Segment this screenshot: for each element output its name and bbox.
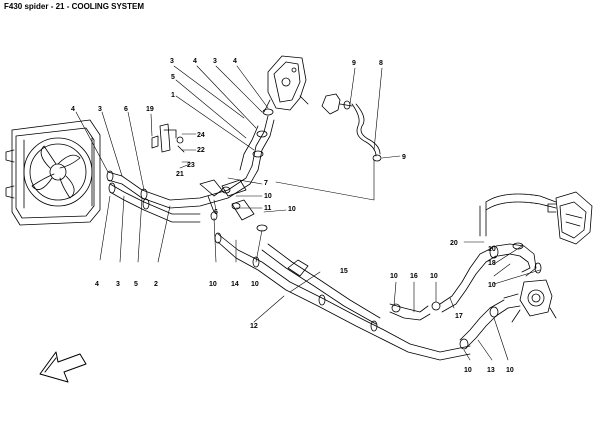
callout-11: 11 <box>264 205 272 212</box>
callout-10: 10 <box>488 282 496 289</box>
engine-feed-hoses <box>239 108 275 171</box>
callout-10: 10 <box>264 193 272 200</box>
callout-14: 14 <box>231 281 239 288</box>
callout-10: 10 <box>288 206 296 213</box>
thermostat-hose <box>459 293 521 350</box>
callout-10: 10 <box>506 367 514 374</box>
callout-5: 5 <box>134 281 138 288</box>
callout-10: 10 <box>209 281 217 288</box>
engine-block-top <box>263 55 309 113</box>
radiator-assembly <box>5 119 101 226</box>
radiator-outlet-hoses <box>106 165 259 223</box>
center-crossover <box>199 179 268 232</box>
callout-6: 6 <box>124 106 128 113</box>
callout-4: 4 <box>71 106 75 113</box>
callout-10: 10 <box>390 273 398 280</box>
callout-22: 22 <box>197 147 205 154</box>
callout-1: 1 <box>171 92 175 99</box>
crossover-pipes <box>214 232 471 361</box>
callout-10: 10 <box>251 281 259 288</box>
callout-15: 15 <box>340 268 348 275</box>
callout-21: 21 <box>176 171 184 178</box>
callout-10: 10 <box>488 246 496 253</box>
callout-4: 4 <box>233 58 237 65</box>
leader-lines <box>75 65 541 361</box>
callout-6: 6 <box>214 209 218 216</box>
callout-10: 10 <box>464 367 472 374</box>
callout-17: 17 <box>455 313 463 320</box>
callout-23: 23 <box>187 162 195 169</box>
direction-arrow <box>39 351 87 383</box>
expansion-tank <box>547 191 593 245</box>
callouts: 3 4 3 4 5 1 9 8 9 4 3 6 19 24 22 23 21 7… <box>71 58 514 374</box>
callout-4: 4 <box>95 281 99 288</box>
mounting-bracket <box>151 123 185 153</box>
callout-9: 9 <box>352 60 356 67</box>
diagram-title: F430 spider - 21 - COOLING SYSTEM <box>4 2 145 11</box>
callout-18: 18 <box>488 260 496 267</box>
callout-3: 3 <box>98 106 102 113</box>
bleed-hose-assembly <box>321 93 382 162</box>
callout-10: 10 <box>430 273 438 280</box>
callout-4: 4 <box>193 58 197 65</box>
callout-9: 9 <box>402 154 406 161</box>
thermostat-housing <box>511 279 557 323</box>
callout-7: 7 <box>264 180 268 187</box>
callout-3: 3 <box>116 281 120 288</box>
callout-8: 8 <box>379 60 383 67</box>
callout-19: 19 <box>146 106 154 113</box>
callout-3: 3 <box>170 58 174 65</box>
right-return-hose <box>389 242 542 321</box>
callout-24: 24 <box>197 132 205 139</box>
callout-20: 20 <box>450 240 458 247</box>
callout-2: 2 <box>154 281 158 288</box>
tank-return-hose <box>479 193 557 237</box>
callout-3: 3 <box>213 58 217 65</box>
callout-12: 12 <box>250 323 258 330</box>
callout-16: 16 <box>410 273 418 280</box>
callout-5: 5 <box>171 74 175 81</box>
callout-13: 13 <box>487 367 495 374</box>
